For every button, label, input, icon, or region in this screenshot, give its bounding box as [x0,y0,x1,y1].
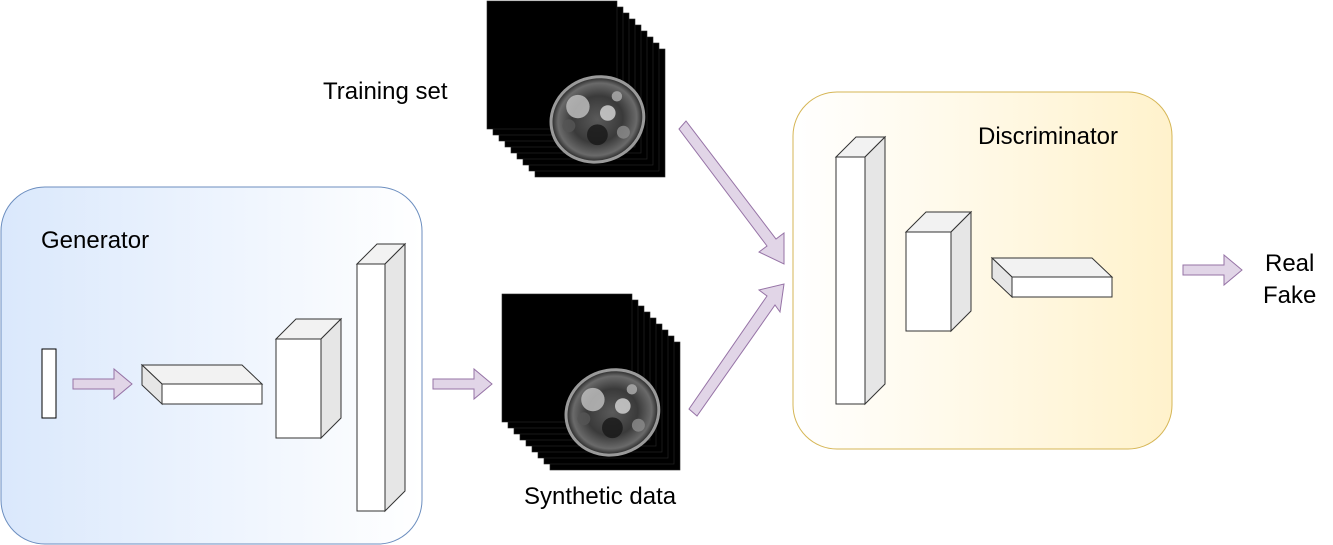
generator-layer-cube [274,317,343,440]
generator-layer-tall [355,242,407,513]
discriminator-layer-cube [904,210,973,333]
fake-label: Fake [1263,282,1317,309]
training-set-image-stack [486,0,666,178]
generator-layer-flat [140,363,264,406]
synthetic-data-image-stack [501,293,681,471]
real-label: Real [1265,250,1315,277]
arrow-training-to-discriminator [678,120,785,265]
discriminator-layer-tall [834,135,887,406]
discriminator-layer-flat [990,256,1114,299]
arrow-to-synthetic [432,367,493,401]
synthetic-data-label: Synthetic data [524,483,677,510]
arrow-generator-internal [72,367,133,401]
discriminator-label: Discriminator [978,123,1119,150]
generator-input-layer [41,348,57,419]
arrow-synthetic-to-discriminator [688,283,785,417]
arrow-output [1182,253,1243,287]
training-set-label: Training set [323,78,448,105]
generator-label: Generator [41,227,150,254]
discriminator-container [792,91,1173,450]
